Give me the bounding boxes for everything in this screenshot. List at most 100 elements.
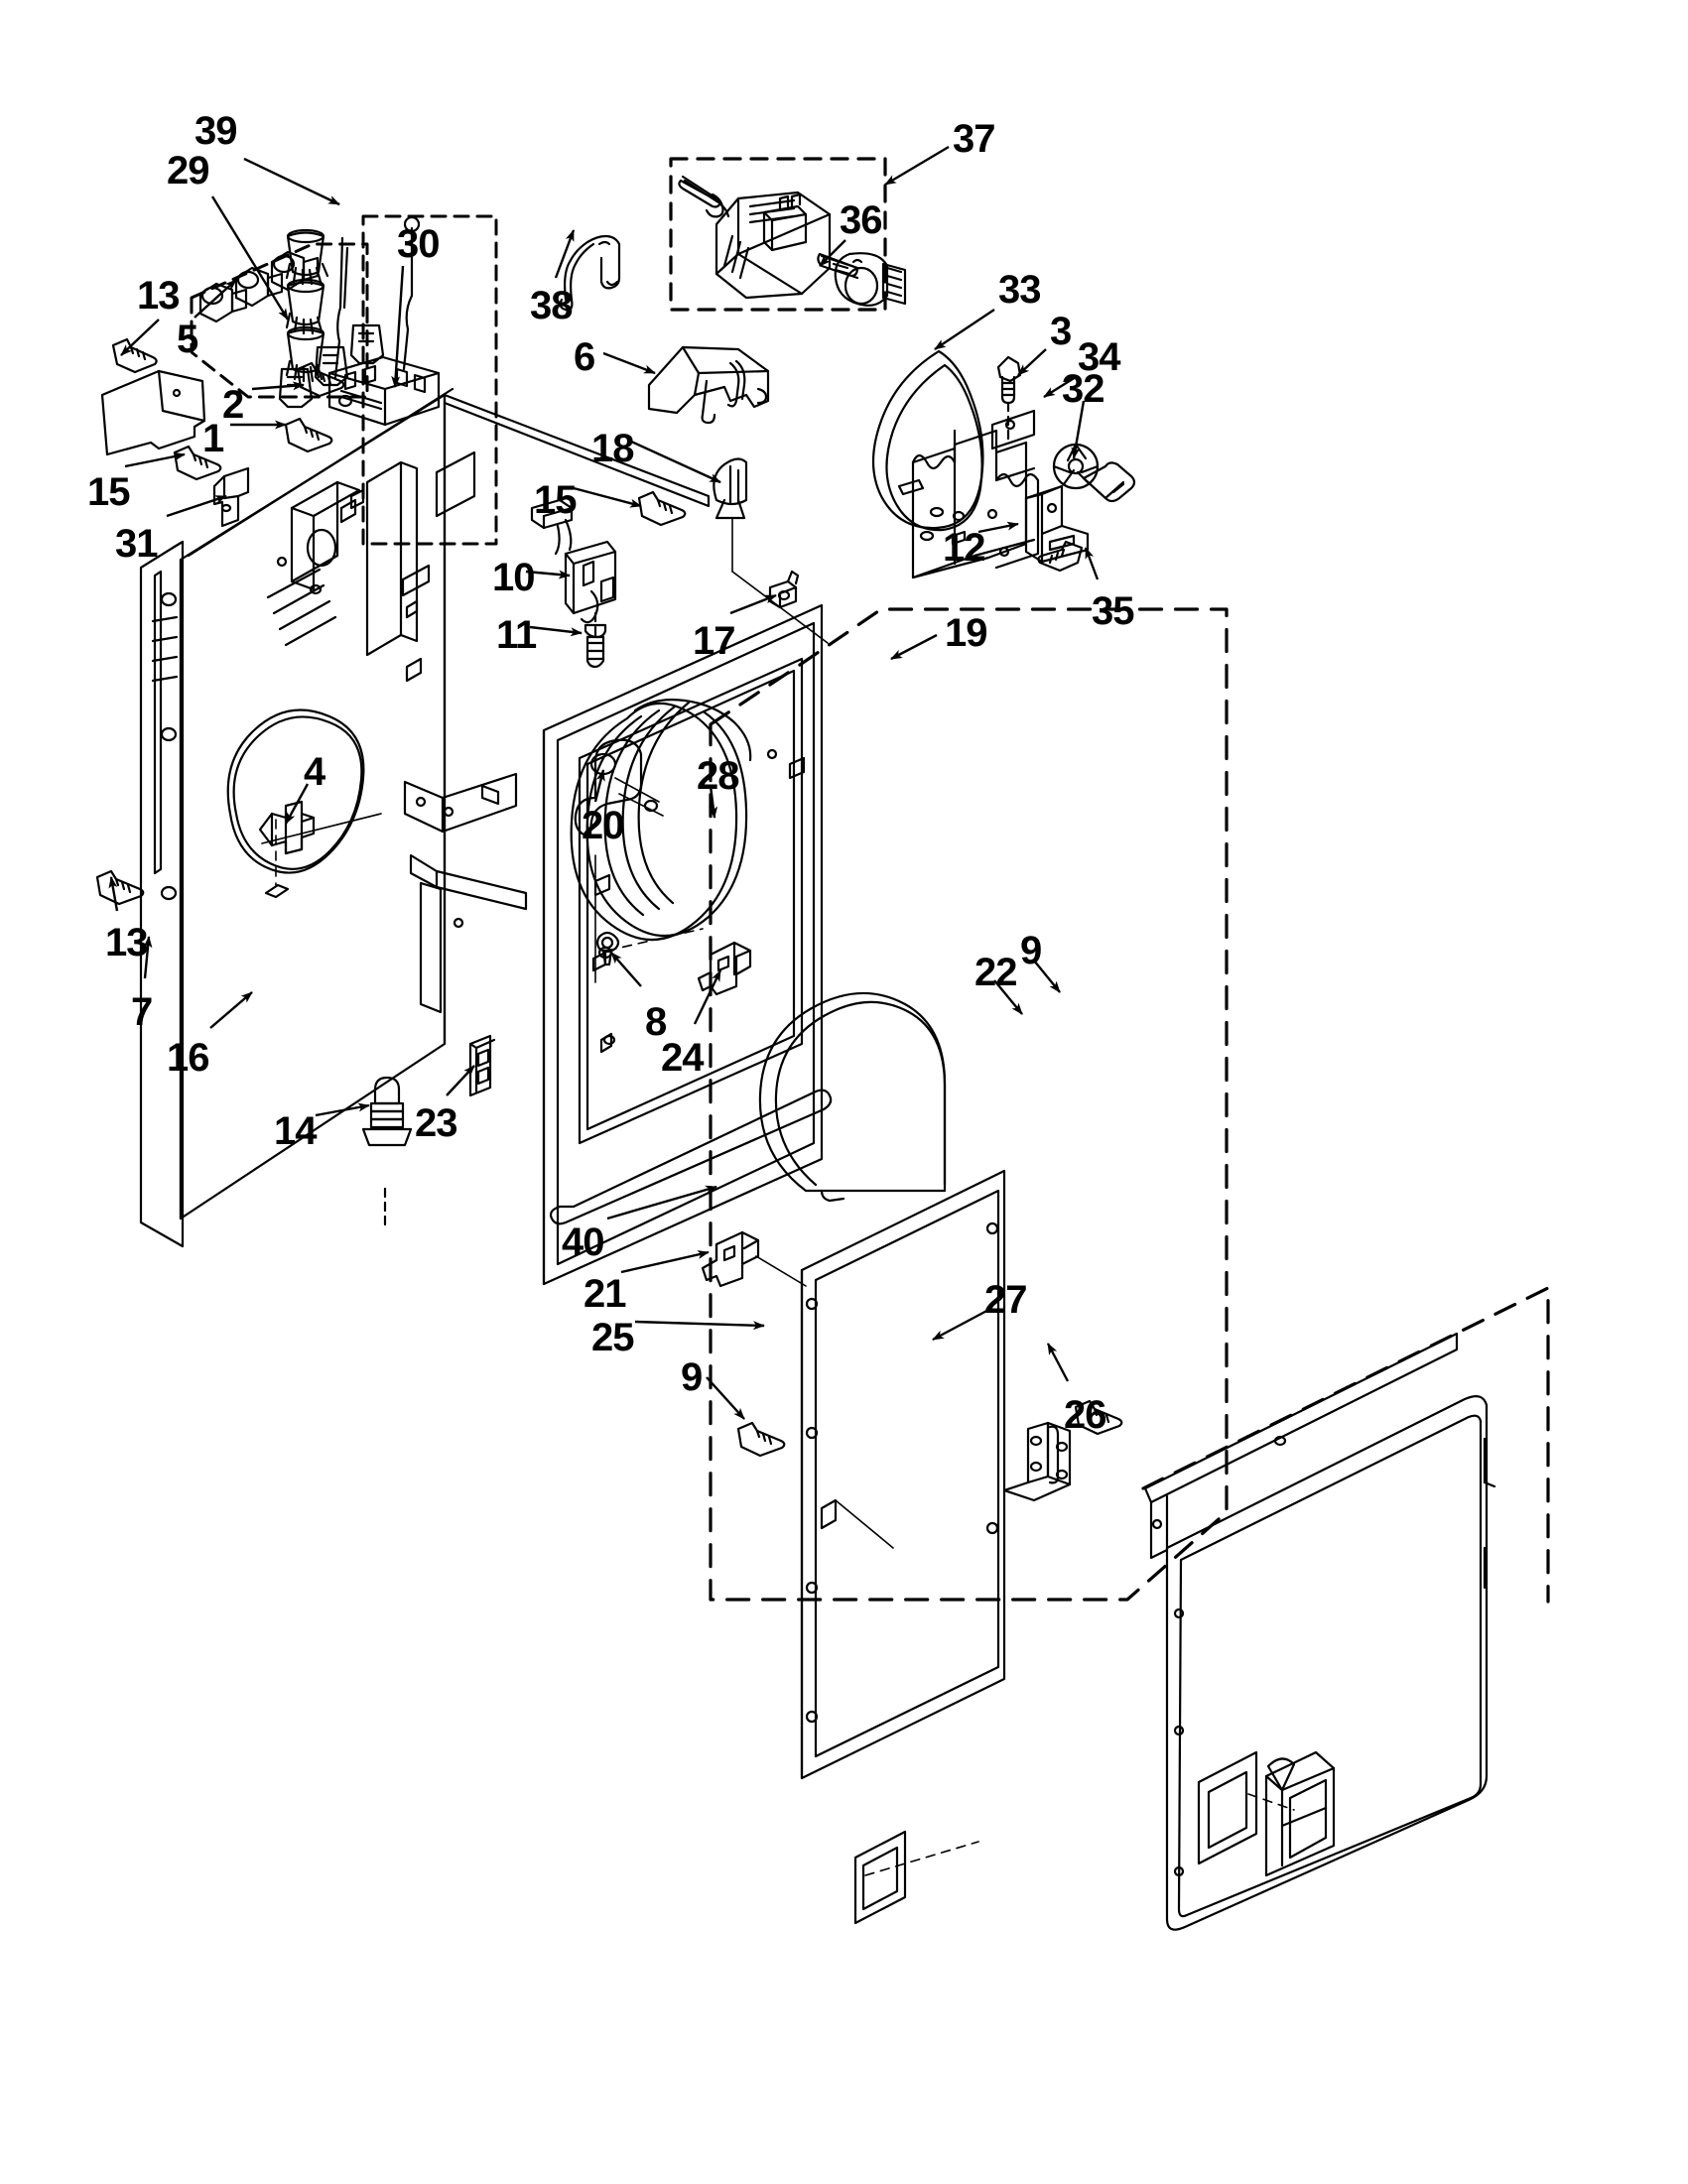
callout-number-14: 14: [274, 1109, 317, 1153]
harness-group-dashbox: [361, 214, 498, 546]
callout-number-12: 12: [943, 526, 985, 570]
callout-number-7: 7: [131, 990, 153, 1034]
screw: [736, 1421, 786, 1458]
screw: [637, 490, 687, 527]
leader-line-38: [554, 229, 576, 279]
screw: [95, 869, 145, 906]
callout-number-4: 4: [304, 750, 325, 794]
drive-motor-37: [678, 175, 907, 307]
callout-number-37: 37: [953, 117, 995, 161]
leader-line-22: [993, 979, 1023, 1015]
callout-number-15: 15: [87, 470, 130, 514]
leader-line-34: [1043, 375, 1077, 399]
door-seal: [758, 991, 947, 1203]
callout-number-38: 38: [530, 284, 573, 327]
wire-clip-38: [559, 234, 621, 312]
callout-number-28: 28: [697, 754, 739, 798]
leader-line-15: [573, 486, 642, 508]
spade-terminal: [349, 323, 385, 365]
clip-18: [713, 457, 829, 644]
callout-number-15: 15: [534, 478, 577, 522]
glide-bracket: [1024, 484, 1090, 564]
screw: [996, 355, 1022, 445]
callout-number-1: 1: [202, 417, 224, 460]
leader-line-13: [120, 319, 160, 356]
door-switch: [530, 498, 617, 641]
drive-belt: [871, 349, 984, 532]
leader-line-3: [1017, 348, 1047, 376]
door-group-dashbox: [1141, 1286, 1550, 1604]
callout-number-33: 33: [998, 268, 1041, 312]
leader-line-4: [284, 783, 310, 825]
callout-number-22: 22: [974, 951, 1017, 994]
callout-number-21: 21: [584, 1272, 626, 1316]
callout-number-32: 32: [1062, 367, 1104, 411]
leader-line-11: [529, 625, 583, 637]
screw: [284, 417, 333, 453]
callout-number-29: 29: [167, 149, 209, 193]
door-hinge: [1002, 1421, 1072, 1502]
callout-number-31: 31: [115, 522, 158, 566]
cabinet-clip: [468, 1034, 496, 1097]
retainer-17: [768, 570, 800, 609]
screw: [111, 337, 158, 374]
leader-line-19: [890, 633, 938, 661]
wire-nut: [285, 228, 329, 286]
leader-line-2: [251, 381, 305, 391]
screw: [173, 445, 222, 481]
retainer-clip-24: [697, 941, 752, 996]
screw: [584, 623, 607, 669]
connector-group-dashbox: [190, 242, 369, 399]
door-catch: [701, 1230, 807, 1288]
door-inner-panel: [800, 1169, 1006, 1925]
motor-dashbox: [669, 157, 887, 312]
leader-line-6: [602, 351, 656, 375]
leader-line-30: [391, 265, 405, 388]
screw: [1037, 540, 1084, 573]
callout-number-3: 3: [1050, 310, 1072, 353]
callout-number-8: 8: [645, 1000, 667, 1044]
motor-bracket: [897, 409, 1040, 579]
callout-number-34: 34: [1078, 335, 1120, 379]
cabinet-body: [139, 387, 711, 1248]
leader-line-26: [1046, 1343, 1070, 1382]
callout-number-10: 10: [492, 556, 535, 599]
leader-line-15: [124, 451, 186, 468]
leader-line-37: [884, 145, 950, 187]
terminal-block: [327, 355, 441, 427]
callout-number-36: 36: [840, 198, 882, 242]
callout-number-18: 18: [591, 427, 634, 470]
leader-line-25: [634, 1320, 765, 1331]
callout-number-20: 20: [582, 804, 624, 847]
leader-lines: [108, 145, 1100, 1420]
callout-number-11: 11: [496, 613, 537, 657]
leader-line-31: [166, 494, 227, 518]
leader-line-9: [1033, 960, 1061, 993]
leader-line-29: [210, 195, 290, 321]
callout-number-30: 30: [397, 222, 440, 266]
leader-line-12: [977, 521, 1019, 534]
leader-line-32: [1071, 400, 1086, 459]
leader-line-39: [243, 157, 340, 206]
leader-line-8: [610, 952, 642, 987]
callout-number-40: 40: [562, 1220, 604, 1264]
leader-line-10: [525, 570, 571, 579]
callout-number-17: 17: [693, 619, 735, 663]
leader-line-40: [606, 1185, 717, 1220]
callout-number-35: 35: [1092, 589, 1134, 633]
leader-line-5: [194, 279, 237, 319]
leader-line-9: [706, 1376, 745, 1420]
callout-number-9: 9: [681, 1355, 703, 1399]
callout-number-24: 24: [661, 1036, 704, 1080]
leader-line-24: [693, 969, 722, 1025]
callout-number-25: 25: [591, 1316, 634, 1359]
callout-number-13: 13: [137, 274, 180, 318]
leader-line-20: [593, 769, 605, 803]
callout-number-19: 19: [945, 611, 987, 655]
leader-line-23: [446, 1065, 475, 1096]
leader-line-28: [709, 785, 718, 819]
callout-number-5: 5: [177, 318, 198, 361]
callout-number-16: 16: [167, 1036, 209, 1080]
